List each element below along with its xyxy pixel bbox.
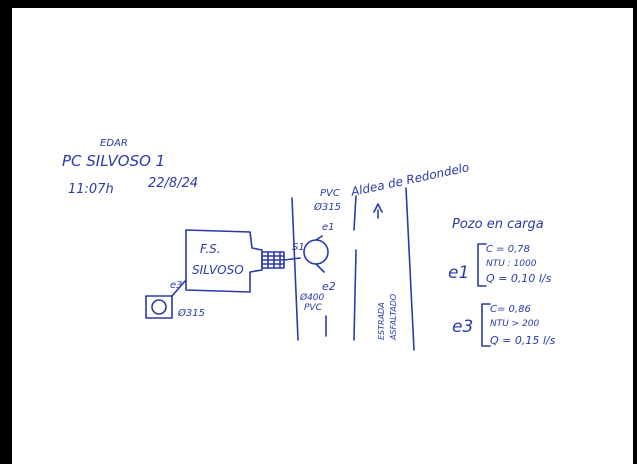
road-vertical-2: ASFALTADO [389, 294, 398, 341]
e2-label: e2 [322, 280, 336, 293]
manhole-arrows [315, 235, 325, 273]
fs-label-2: SILVOSO [192, 263, 244, 277]
pvc-top-label: PVC [320, 188, 340, 199]
e3-pit-circle [151, 299, 167, 315]
e3-pit [145, 295, 173, 319]
e1-reading: e1 C = 0,78 NTU : 1000 Q = 0,10 l/s [448, 243, 552, 287]
grid-structure [261, 251, 285, 269]
road-vertical-1: ESTRADA [377, 302, 386, 340]
road-edge-right [405, 187, 415, 351]
e3-pipe-label: e3 [170, 280, 183, 291]
e1-reading-label: e1 [448, 263, 469, 283]
e1-label: e1 [322, 222, 335, 233]
e1-c: C = 0,78 [486, 244, 530, 255]
e3-q: Q = 0,15 l/s [490, 334, 556, 347]
e3-reading-label: e3 [452, 317, 473, 337]
pvc-bottom-label: PVC [304, 303, 323, 313]
road-edge-left [353, 195, 357, 341]
e3-reading: e3 C= 0,86 NTU > 200 Q = 0,15 l/s [452, 303, 556, 347]
outlet-pipe [283, 257, 301, 261]
readings-title: Pozo en carga [452, 217, 544, 232]
s1-label: S1 [292, 242, 305, 253]
road-name: Aldea de Redondelo [349, 160, 471, 199]
e1-ntu: NTU : 1000 [486, 259, 537, 269]
time-label: 11:07h [68, 182, 114, 197]
fs-building [185, 229, 263, 293]
e3-pipe-dim: Ø315 [177, 307, 205, 319]
dia-bottom-label: Ø400 [299, 292, 325, 303]
e1-q: Q = 0,10 l/s [486, 272, 552, 285]
manhole-s1 [303, 239, 329, 265]
dia-top-label: Ø315 [313, 201, 341, 213]
e3-c: C= 0,86 [490, 304, 531, 315]
e3-ntu: NTU > 200 [490, 319, 540, 329]
road-arrow-up [373, 203, 383, 219]
fs-label-1: F.S. [200, 242, 221, 256]
edar-label: EDAR [100, 138, 128, 149]
date-label: 22/8/24 [148, 176, 198, 191]
pipe-line-left [291, 197, 299, 341]
e3-pipe-arrow [171, 279, 187, 297]
site-title: PC SILVOSO 1 [62, 152, 165, 170]
